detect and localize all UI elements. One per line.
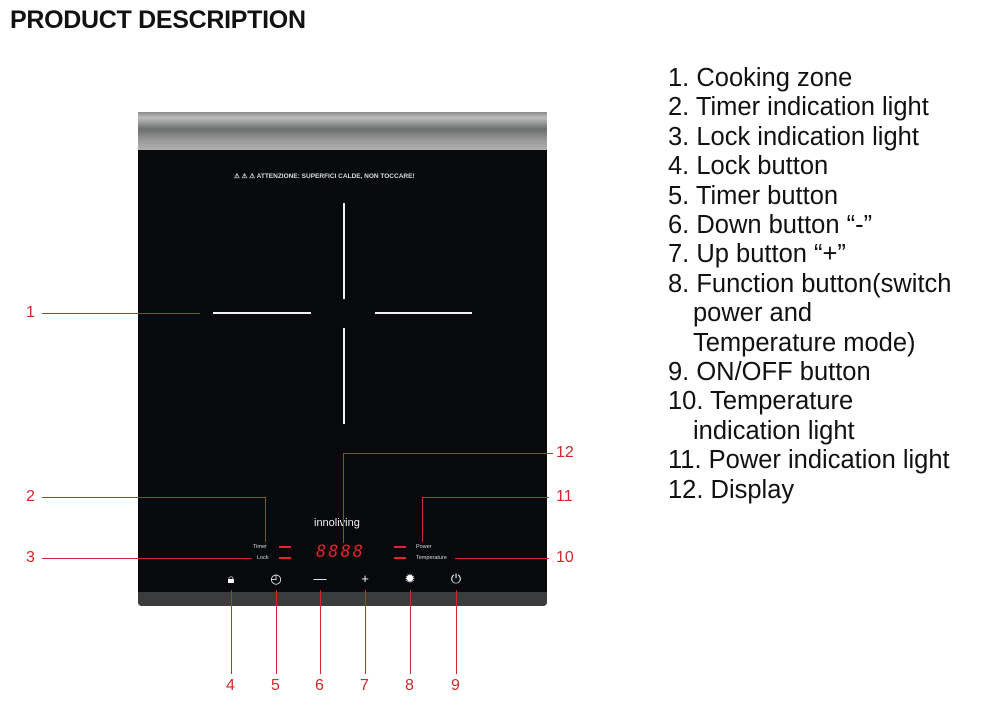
- list-item-continuation: indication light: [693, 416, 855, 445]
- minus-icon[interactable]: —: [313, 571, 327, 586]
- callout-line-4: [231, 590, 232, 674]
- list-item: 4. Lock button: [668, 152, 829, 181]
- list-item: 6. Down button “-”: [668, 211, 873, 240]
- parts-list: 1. Cooking zone 2. Timer indication ligh…: [668, 64, 951, 505]
- callout-line-5: [276, 590, 277, 674]
- power-indicator-light: [394, 546, 406, 548]
- timer-indicator-light: [279, 546, 291, 548]
- list-item: 1. Cooking zone: [668, 64, 853, 92]
- power-icon[interactable]: ⏻: [450, 571, 462, 586]
- list-item-continuation: power and: [693, 299, 813, 328]
- callout-12: 12: [556, 444, 574, 461]
- cooking-zone-line: [343, 328, 345, 424]
- callout-line-12: [343, 453, 553, 454]
- callout-line-2: [42, 497, 265, 498]
- callout-5: 5: [271, 677, 280, 694]
- list-item: 5. Timer button: [668, 181, 839, 210]
- cooking-zone-line: [213, 312, 311, 314]
- list-item: 12. Display: [668, 475, 795, 504]
- callout-line-6: [320, 590, 321, 674]
- cooktop-bottom-strip: [138, 592, 547, 606]
- list-item: 9. ON/OFF button: [668, 358, 871, 387]
- list-item-continuation: Temperature mode): [693, 328, 916, 357]
- callout-8: 8: [405, 677, 414, 694]
- callout-line-10: [455, 558, 549, 559]
- timer-label: Timer: [253, 544, 267, 550]
- callout-2: 2: [26, 488, 35, 505]
- temperature-indicator-light: [394, 557, 406, 559]
- cooktop-top-band: [138, 112, 547, 150]
- list-item: 2. Timer indication light: [668, 93, 929, 122]
- list-item: 7. Up button “+”: [668, 240, 846, 269]
- list-item: 8. Function button(switch: [668, 269, 952, 298]
- callout-line-3: [42, 558, 252, 559]
- cooking-zone-line: [343, 203, 345, 299]
- list-item: 3. Lock indication light: [668, 122, 919, 151]
- lock-icon[interactable]: 🔒︎: [227, 571, 235, 586]
- callout-3: 3: [26, 549, 35, 566]
- plus-icon[interactable]: +: [361, 571, 369, 586]
- callout-6: 6: [315, 677, 324, 694]
- callout-line-11: [422, 497, 423, 542]
- temperature-label: Temperature: [416, 555, 447, 561]
- callout-line-9: [456, 590, 457, 674]
- lock-indicator-light: [279, 557, 291, 559]
- callout-line-7: [365, 590, 366, 674]
- callout-line-8: [410, 590, 411, 674]
- callout-line-11: [422, 497, 549, 498]
- callout-1: 1: [26, 304, 35, 321]
- callout-7: 7: [360, 677, 369, 694]
- callout-line-1: [42, 313, 200, 314]
- warning-text: ⚠ ⚠ ⚠ ATTENZIONE: SUPERFICI CALDE, NON T…: [234, 173, 415, 180]
- list-item: 10. Temperature: [668, 387, 854, 416]
- function-icon[interactable]: ✹: [404, 571, 416, 586]
- list-item: 11. Power indication light: [668, 446, 950, 475]
- lock-label: Lock: [257, 555, 269, 561]
- callout-11: 11: [556, 488, 573, 505]
- timer-icon[interactable]: ◴: [270, 571, 282, 586]
- callout-10: 10: [556, 549, 574, 566]
- cooking-zone-line: [375, 312, 472, 314]
- brand-logo: innoliving: [314, 517, 360, 529]
- display: 8888: [316, 542, 365, 562]
- callout-4: 4: [226, 677, 235, 694]
- cooktop-illustration: ⚠ ⚠ ⚠ ATTENZIONE: SUPERFICI CALDE, NON T…: [138, 112, 547, 606]
- callout-line-12: [343, 453, 344, 543]
- page-title: PRODUCT DESCRIPTION: [10, 6, 306, 34]
- callout-9: 9: [451, 677, 460, 694]
- callout-line-2: [265, 497, 266, 542]
- power-label: Power: [416, 544, 432, 550]
